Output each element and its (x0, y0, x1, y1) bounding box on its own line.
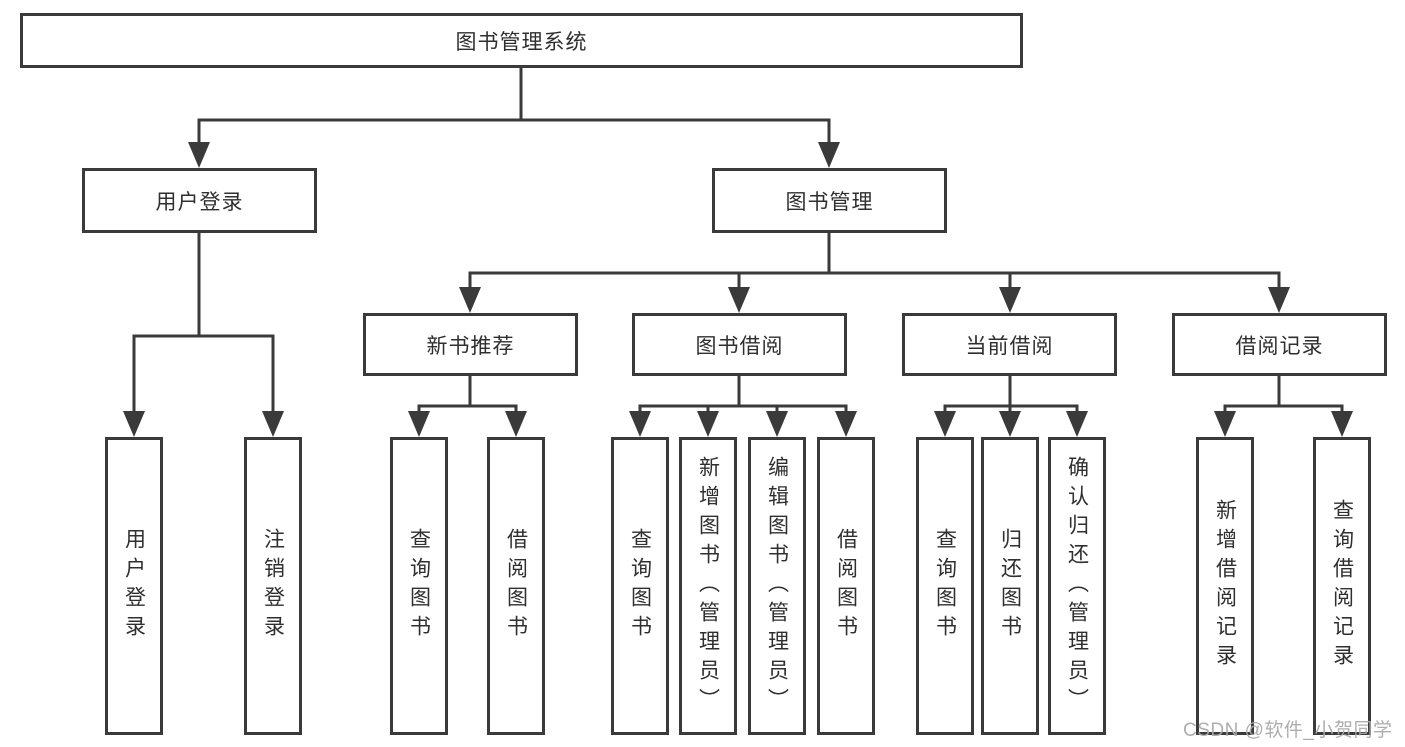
arrowhead-icon (505, 411, 527, 437)
leaf-borrowing-edit-books-admin: 编辑图书（管理员） (748, 437, 806, 735)
node-borrowing-records: 借阅记录 (1172, 313, 1387, 376)
arrowhead-icon (1066, 411, 1088, 437)
arrowhead-icon (934, 411, 956, 437)
arrowhead-icon (629, 411, 651, 437)
arrowhead-icon (188, 142, 210, 168)
leaf-current-confirm-return-admin: 确认归还（管理员） (1048, 437, 1106, 735)
arrowhead-icon (835, 411, 857, 437)
arrowhead-icon (262, 411, 284, 437)
node-root: 图书管理系统 (20, 13, 1023, 68)
arrowhead-icon (999, 287, 1021, 313)
arrowheads (123, 142, 1353, 437)
arrowhead-icon (1268, 287, 1290, 313)
leaf-records-add-borrow-record: 新增借阅记录 (1196, 437, 1254, 735)
arrowhead-icon (818, 142, 840, 168)
arrowhead-icon (999, 411, 1021, 437)
leaf-borrowing-add-books-admin: 新增图书（管理员） (679, 437, 737, 735)
arrowhead-icon (697, 411, 719, 437)
leaf-records-query-borrow-record: 查询借阅记录 (1313, 437, 1371, 735)
arrowhead-icon (766, 411, 788, 437)
node-book-management: 图书管理 (712, 168, 947, 233)
node-user-login: 用户登录 (82, 168, 317, 233)
arrowhead-icon (1214, 411, 1236, 437)
watermark: CSDN @软件_小贺同学 (1183, 720, 1393, 741)
arrowhead-icon (408, 411, 430, 437)
leaf-recommend-borrow-books: 借阅图书 (487, 437, 545, 735)
leaf-current-return-books: 归还图书 (981, 437, 1039, 735)
leaf-borrowing-query-books: 查询图书 (611, 437, 669, 735)
arrowhead-icon (1331, 411, 1353, 437)
arrowhead-icon (728, 287, 750, 313)
node-current-borrowing: 当前借阅 (902, 313, 1117, 376)
connector-lines (132, 68, 1344, 414)
leaf-user-login: 用户登录 (105, 437, 163, 735)
leaf-recommend-query-books: 查询图书 (390, 437, 448, 735)
leaf-borrowing-borrow-books: 借阅图书 (817, 437, 875, 735)
node-book-borrowing: 图书借阅 (632, 313, 847, 376)
leaf-logout: 注销登录 (244, 437, 302, 735)
arrowhead-icon (459, 287, 481, 313)
node-new-book-recommend: 新书推荐 (363, 313, 578, 376)
leaf-current-query-books: 查询图书 (916, 437, 974, 735)
arrowhead-icon (123, 411, 145, 437)
